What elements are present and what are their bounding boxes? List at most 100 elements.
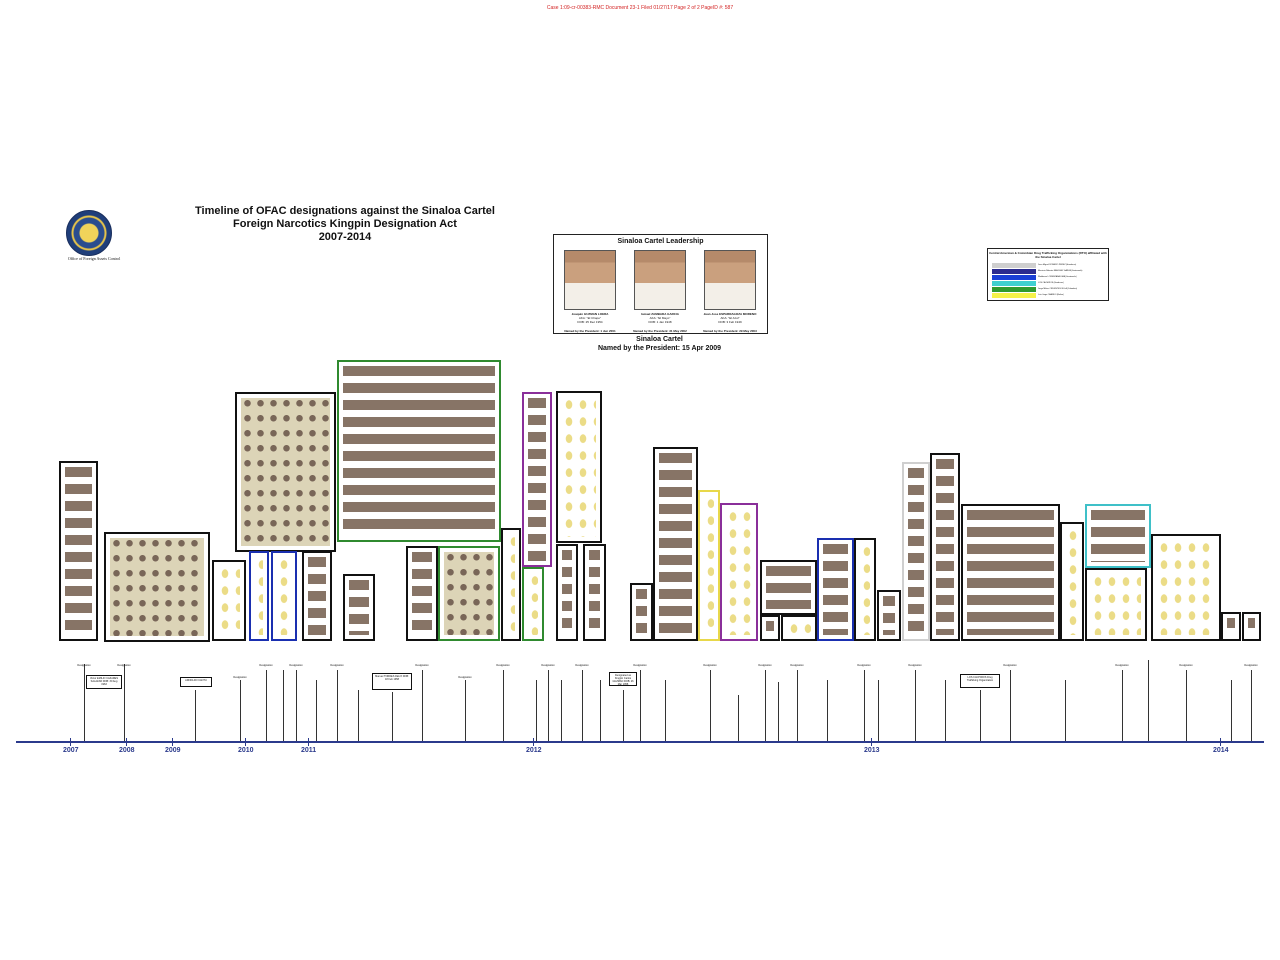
designee-photos <box>1248 618 1255 635</box>
cartel-caption: Sinaloa Cartel Named by the President: 1… <box>553 335 766 353</box>
designation-date-label: Designation <box>289 664 303 667</box>
year-tick <box>245 738 246 746</box>
designee-photos <box>908 468 924 635</box>
designation-date-label: Designation <box>117 664 131 667</box>
treasury-seal-icon <box>66 210 112 256</box>
designation-chart <box>698 490 720 641</box>
designee-photos <box>343 366 495 536</box>
designation-chart <box>817 538 854 641</box>
designation-connector <box>778 682 779 741</box>
year-label: 2013 <box>864 747 880 754</box>
designation-date-label: Designation <box>758 664 772 667</box>
designee-photos <box>936 459 954 635</box>
designation-connector <box>337 670 338 741</box>
designation-date-label: Designation <box>259 664 273 667</box>
designee-photos <box>412 552 432 635</box>
year-label: 2012 <box>526 747 542 754</box>
designee-photos <box>65 467 92 635</box>
designation-chart <box>760 560 817 615</box>
designation-connector <box>878 680 879 741</box>
designation-connector <box>392 692 393 741</box>
designation-connector <box>536 680 537 741</box>
year-tick <box>70 738 71 746</box>
designation-connector <box>1186 670 1187 741</box>
legend-entry: Jorge Milton CIFUENTES VILLA (Colombia) <box>992 287 1104 292</box>
designee-photos <box>589 550 600 635</box>
designation-chart <box>1085 568 1147 641</box>
year-label: 2008 <box>119 747 135 754</box>
designation-connector <box>240 680 241 741</box>
designee-photos <box>636 589 647 635</box>
leader-aka: AKA: "El Chapo" <box>578 316 602 320</box>
designation-chart <box>854 538 876 641</box>
kingpin-callout: ARNOLDO CANTU <box>180 677 212 687</box>
designation-connector <box>1010 670 1011 741</box>
designee-photos <box>967 510 1054 635</box>
leader-name: Joaquin GUZMAN LOERA <box>571 312 609 316</box>
designation-chart <box>720 503 758 641</box>
designation-date-label: Designation <box>541 664 555 667</box>
designation-connector <box>827 680 828 741</box>
case-header: Case 1:09-cr-00383-RMC Document 23-1 Fil… <box>546 5 734 11</box>
designee-photos <box>766 566 811 609</box>
designee-photos <box>766 621 774 635</box>
leader-card: Juan Jose ESPARRAGOZA MORENO AKA: "El Az… <box>695 250 765 333</box>
designee-photos <box>241 398 330 546</box>
entity-logos <box>860 544 870 635</box>
dto-legend: Central American & Colombian Drug Traffi… <box>987 248 1109 301</box>
designation-date-label: Designation <box>1244 664 1258 667</box>
designation-chart <box>343 574 375 641</box>
page-title: Timeline of OFAC designations against th… <box>160 205 530 244</box>
designation-chart <box>406 546 438 641</box>
year-tick <box>871 738 872 746</box>
leader-dob: DOB: 3 Feb 1949 <box>718 320 742 324</box>
legend-swatch <box>992 287 1036 292</box>
entity-logos <box>528 573 538 635</box>
designation-connector <box>864 670 865 741</box>
year-tick <box>126 738 127 746</box>
entity-logos <box>1066 528 1078 635</box>
designation-chart <box>1151 534 1221 641</box>
designation-date-label: Designation <box>1003 664 1017 667</box>
designation-chart <box>630 583 653 641</box>
designation-date-label: Designation <box>496 664 510 667</box>
designation-connector <box>465 680 466 741</box>
designation-chart <box>556 391 602 543</box>
year-tick <box>308 738 309 746</box>
leader-named: Named by the President: 31 May 2002 <box>633 329 687 333</box>
designation-chart <box>522 392 552 567</box>
year-label: 2014 <box>1213 747 1229 754</box>
timeline-axis <box>16 741 1264 743</box>
entity-logos <box>218 566 240 635</box>
designation-chart <box>235 392 336 552</box>
designation-connector <box>1251 670 1252 741</box>
leader-aka: AKA: "El Azul" <box>720 316 740 320</box>
year-label: 2010 <box>238 747 254 754</box>
designation-connector <box>84 664 85 741</box>
designation-connector <box>980 690 981 741</box>
designation-connector <box>561 680 562 741</box>
entity-logos <box>787 621 811 635</box>
designation-date-label: Designation <box>233 676 247 679</box>
designation-chart <box>583 544 606 641</box>
leader-named: Named by the President: 1 Jun 2001 <box>564 329 616 333</box>
entity-logos <box>255 557 263 635</box>
legend-entry: Luis Jorge OBANDO (Belize) <box>992 293 1104 298</box>
designation-connector <box>710 670 711 741</box>
designation-date-label: Designation <box>1115 664 1129 667</box>
leader-photo <box>704 250 756 310</box>
designation-connector <box>266 670 267 741</box>
legend-swatch <box>992 293 1036 298</box>
leadership-heading: Sinaloa Cartel Leadership <box>617 238 704 245</box>
entity-logos <box>1157 540 1215 635</box>
leader-named: Named by the President: 29 May 2003 <box>703 329 757 333</box>
designation-connector <box>738 695 739 741</box>
office-label: Office of Foreign Assets Control <box>67 256 121 261</box>
designation-chart <box>961 504 1060 641</box>
designee-photos <box>528 398 546 561</box>
designation-date-label: Designation <box>77 664 91 667</box>
designation-chart <box>501 528 521 641</box>
designation-connector <box>503 670 504 741</box>
year-label: 2009 <box>165 747 181 754</box>
legend-swatch <box>992 269 1036 274</box>
